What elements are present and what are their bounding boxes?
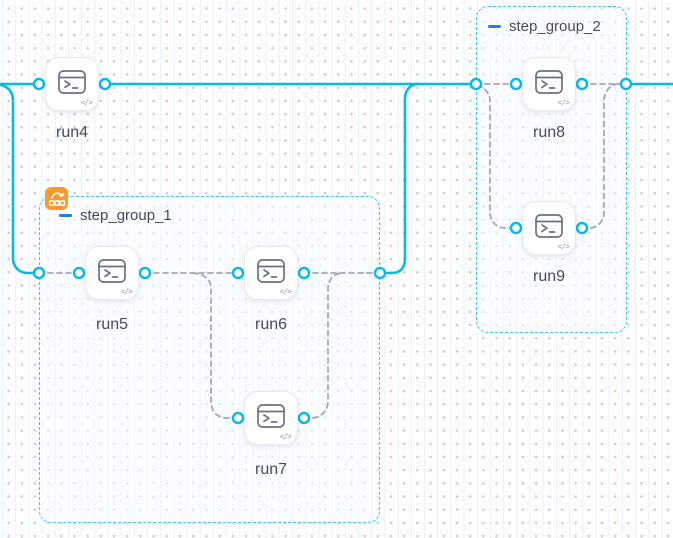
node-run9-label: run9 bbox=[532, 268, 566, 285]
node-run7[interactable]: </> bbox=[244, 391, 298, 445]
minus-icon bbox=[59, 214, 72, 217]
port-run4-in[interactable] bbox=[32, 77, 46, 91]
code-icon: </> bbox=[557, 98, 570, 107]
node-run8[interactable]: </> bbox=[522, 57, 576, 111]
node-run7-label: run7 bbox=[254, 461, 288, 478]
edge-group1-to-group2[interactable] bbox=[378, 82, 421, 275]
node-run6-label: run6 bbox=[254, 316, 288, 333]
group-step-group-1[interactable]: step_group_1 bbox=[39, 187, 380, 523]
group-1-label: step_group_1 bbox=[80, 207, 172, 224]
group-2-label: step_group_2 bbox=[509, 18, 601, 35]
node-run4-label: run4 bbox=[55, 124, 89, 141]
code-icon: </> bbox=[120, 287, 133, 296]
node-run6[interactable]: </> bbox=[244, 246, 298, 300]
loop-sequence-badge-icon bbox=[45, 187, 68, 210]
edge-start-to-group1[interactable] bbox=[0, 83, 41, 275]
collapse-group-1-button[interactable] bbox=[59, 209, 72, 222]
node-run5-label: run5 bbox=[95, 316, 129, 333]
terminal-icon bbox=[257, 259, 285, 283]
terminal-icon bbox=[535, 214, 563, 238]
code-icon: </> bbox=[557, 242, 570, 251]
minus-icon bbox=[488, 25, 501, 28]
terminal-icon bbox=[98, 259, 126, 283]
code-icon: </> bbox=[80, 98, 93, 107]
code-icon: </> bbox=[279, 432, 292, 441]
code-icon: </> bbox=[279, 287, 292, 296]
node-run8-label: run8 bbox=[532, 124, 566, 141]
terminal-icon bbox=[535, 70, 563, 94]
node-run9[interactable]: </> bbox=[522, 201, 576, 255]
port-run4-out[interactable] bbox=[98, 77, 112, 91]
collapse-group-2-button[interactable] bbox=[488, 20, 501, 33]
node-run4[interactable]: </> bbox=[45, 57, 99, 111]
terminal-icon bbox=[257, 404, 285, 428]
terminal-icon bbox=[58, 70, 86, 94]
node-run5[interactable]: </> bbox=[85, 246, 139, 300]
